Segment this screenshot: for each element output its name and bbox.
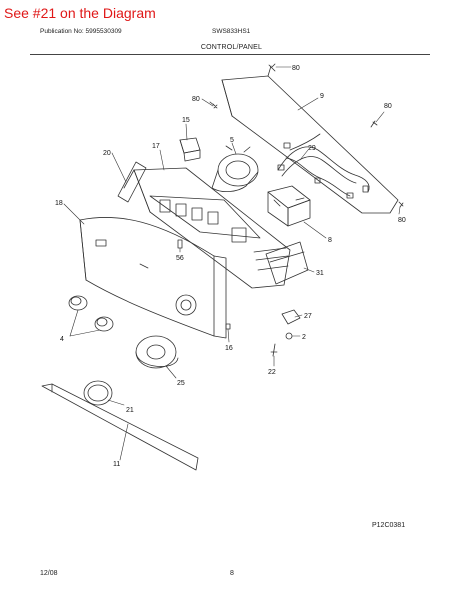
part-21-ring xyxy=(83,380,113,406)
callout-22: 22 xyxy=(268,369,276,376)
callout-labels: 80 9 80 80 15 5 17 20 29 18 8 80 56 31 2… xyxy=(55,65,406,468)
part-18-front-panel xyxy=(79,217,227,339)
callout-5: 5 xyxy=(230,137,234,144)
diagram-code: P12C0381 xyxy=(372,522,406,529)
callout-8: 8 xyxy=(328,237,332,244)
part-20-end-cap xyxy=(117,161,147,203)
part-2-part-22-hardware xyxy=(270,332,293,357)
callout-27: 27 xyxy=(304,313,312,320)
callout-4: 4 xyxy=(60,336,64,343)
model-number: SWS833HS1 xyxy=(212,28,251,35)
callout-11: 11 xyxy=(113,461,120,468)
part-4-knobs xyxy=(68,295,114,332)
callout-31: 31 xyxy=(316,270,324,277)
header-divider xyxy=(30,54,430,55)
callout-17: 17 xyxy=(152,143,160,150)
callout-16: 16 xyxy=(225,345,233,352)
callout-56: 56 xyxy=(176,255,184,262)
leader-lines xyxy=(63,66,401,461)
part-80-screws xyxy=(209,63,404,208)
callout-80-right: 80 xyxy=(384,103,392,110)
part-16-clip xyxy=(225,323,231,330)
callout-15: 15 xyxy=(182,117,190,124)
part-15-switch xyxy=(179,137,201,162)
part-27-switch xyxy=(281,309,301,325)
callout-9: 9 xyxy=(320,93,324,100)
page-number: 8 xyxy=(230,570,234,577)
part-5-timer xyxy=(211,145,259,192)
callout-80-lower: 80 xyxy=(398,217,406,224)
footer-date: 12/08 xyxy=(40,570,58,577)
part-11-trim-strip xyxy=(41,383,199,471)
diagram-reference-banner: See #21 on the Diagram xyxy=(4,5,156,21)
part-31-side-trim xyxy=(265,241,309,285)
callout-80-top: 80 xyxy=(292,65,300,72)
part-56-clip xyxy=(177,239,183,249)
part-25-dial xyxy=(135,335,179,369)
callout-25: 25 xyxy=(177,380,185,387)
callout-20: 20 xyxy=(103,150,111,157)
section-title: CONTROL/PANEL xyxy=(200,44,263,51)
callout-80-left: 80 xyxy=(192,96,200,103)
part-29-wire-harness xyxy=(277,133,370,199)
callout-18: 18 xyxy=(55,200,63,207)
part-17-control-console xyxy=(133,167,291,289)
callout-21: 21 xyxy=(126,407,134,414)
callout-2: 2 xyxy=(302,334,306,341)
callout-29: 29 xyxy=(308,145,316,152)
part-8-control-module xyxy=(267,185,311,227)
publication-number: Publication No: 5995530309 xyxy=(40,28,122,35)
